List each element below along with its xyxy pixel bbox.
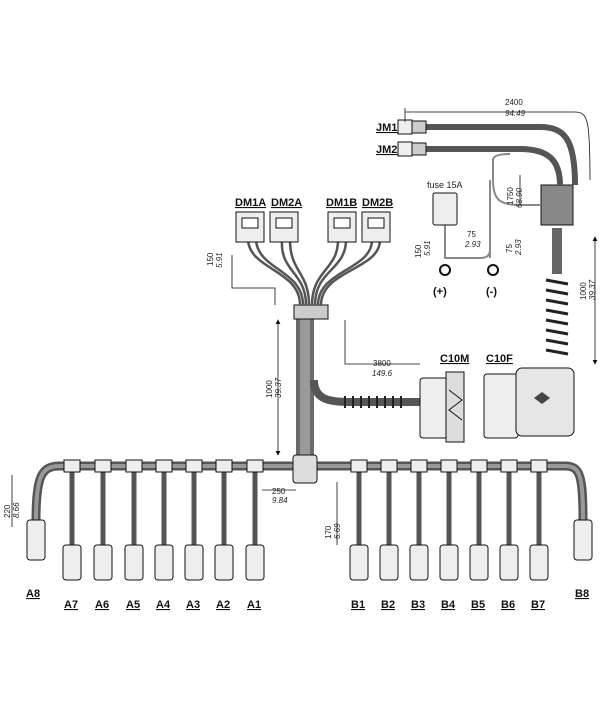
fuse-label: fuse 15A bbox=[427, 180, 463, 190]
svg-text:B5: B5 bbox=[471, 599, 485, 611]
label-jm2: JM2 bbox=[376, 144, 397, 156]
fuse-holder bbox=[432, 192, 458, 226]
dim-1000l-mm: 1000 bbox=[265, 380, 274, 398]
jm-cables bbox=[425, 124, 578, 186]
coil-segment bbox=[344, 396, 402, 408]
dim-250-mm: 250 bbox=[272, 487, 286, 496]
dim-3800-mm: 3800 bbox=[373, 359, 391, 368]
svg-text:A5: A5 bbox=[126, 599, 140, 611]
label-jm1: JM1 bbox=[376, 122, 397, 134]
svg-text:B8: B8 bbox=[575, 588, 589, 600]
dim-75a-in: 2.93 bbox=[464, 240, 481, 249]
label-c10m: C10M bbox=[440, 353, 469, 365]
plug-connectors bbox=[26, 519, 593, 581]
left-connector-labels: A8 A7 A6 A5 A4 A3 A2 A1 bbox=[26, 588, 261, 611]
plus-terminal-label: (+) bbox=[433, 286, 447, 298]
dim-1000r-in: 39.37 bbox=[588, 279, 597, 300]
label-c10f: C10F bbox=[486, 353, 513, 365]
right-branches bbox=[356, 470, 542, 545]
dim-170-in: 6.69 bbox=[333, 523, 342, 539]
dim-2400-in: 94.49 bbox=[505, 109, 526, 118]
main-vertical-cable bbox=[292, 304, 329, 484]
svg-text:A7: A7 bbox=[64, 599, 78, 611]
dim-1750-in: 68.90 bbox=[515, 187, 524, 208]
svg-text:A2: A2 bbox=[216, 599, 230, 611]
dim-75b-mm: 75 bbox=[505, 244, 514, 253]
svg-text:B1: B1 bbox=[351, 599, 365, 611]
svg-text:A4: A4 bbox=[156, 599, 171, 611]
svg-text:A3: A3 bbox=[186, 599, 200, 611]
right-connector-labels: B1 B2 B3 B4 B5 B6 B7 B8 bbox=[351, 588, 589, 611]
dim-170-mm: 170 bbox=[324, 525, 333, 539]
svg-text:A6: A6 bbox=[95, 599, 109, 611]
svg-text:B3: B3 bbox=[411, 599, 425, 611]
ring-terminals bbox=[439, 264, 499, 276]
dim-150-mm: 150 bbox=[206, 252, 215, 266]
svg-text:A1: A1 bbox=[247, 599, 261, 611]
dim-250-in: 9.84 bbox=[272, 496, 288, 505]
dim-150b-mm: 150 bbox=[414, 244, 423, 258]
svg-text:B7: B7 bbox=[531, 599, 545, 611]
dm-connectors bbox=[235, 211, 391, 243]
trunk-clips bbox=[63, 459, 548, 473]
dim-3800-in: 149.6 bbox=[372, 369, 393, 378]
dim-150-in: 5.91 bbox=[215, 252, 224, 268]
dim-1000l-in: 39.37 bbox=[274, 377, 283, 398]
dim-150b-in: 5.91 bbox=[423, 240, 432, 256]
c10m-connector bbox=[419, 371, 465, 443]
svg-text:A8: A8 bbox=[26, 588, 40, 600]
label-dm2a: DM2A bbox=[271, 197, 302, 209]
fuse-wires bbox=[444, 153, 541, 259]
minus-terminal-label: (-) bbox=[486, 286, 497, 298]
dim-220-in: 8.66 bbox=[12, 502, 21, 518]
c10f-connector bbox=[483, 367, 575, 439]
cable-to-c10m bbox=[310, 379, 420, 406]
left-branches bbox=[69, 470, 258, 545]
label-dm2b: DM2B bbox=[362, 197, 393, 209]
dimension-lines bbox=[11, 108, 598, 545]
dim-1000r-mm: 1000 bbox=[579, 282, 588, 300]
top-fanout-cables bbox=[246, 239, 382, 306]
label-dm1a: DM1A bbox=[235, 197, 266, 209]
right-coil-cable bbox=[540, 184, 574, 356]
label-dm1b: DM1B bbox=[326, 197, 357, 209]
dim-2400-mm: 2400 bbox=[505, 98, 523, 107]
svg-text:B6: B6 bbox=[501, 599, 515, 611]
dim-220-mm: 220 bbox=[3, 504, 12, 518]
dim-75b-in: 2.93 bbox=[514, 239, 523, 256]
jm-connectors bbox=[397, 119, 427, 157]
dim-75a-mm: 75 bbox=[467, 230, 476, 239]
svg-text:B4: B4 bbox=[441, 599, 456, 611]
svg-text:B2: B2 bbox=[381, 599, 395, 611]
dim-1750-mm: 1750 bbox=[506, 187, 515, 205]
